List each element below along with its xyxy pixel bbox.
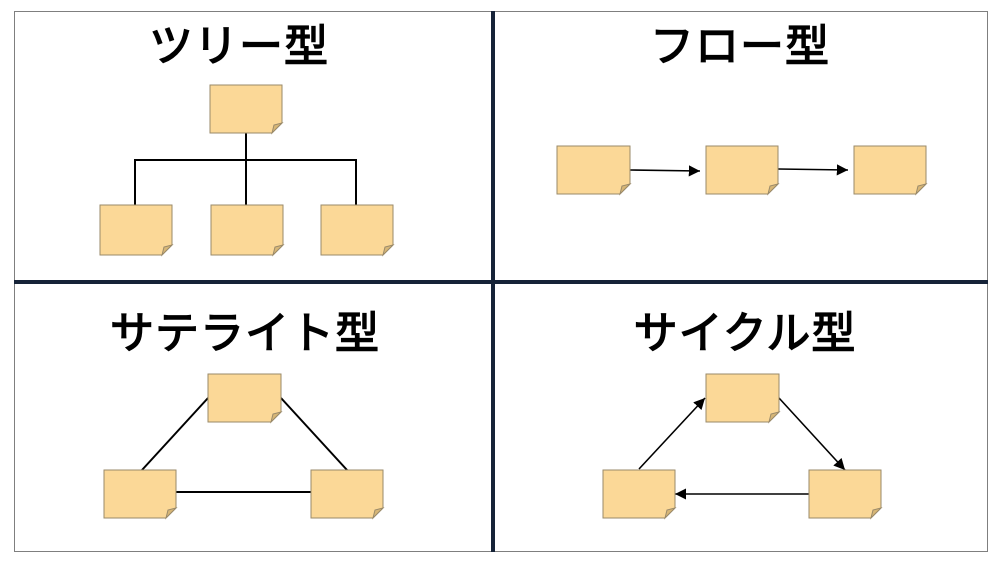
cycle-node-right	[808, 469, 883, 520]
satellite-node-right	[310, 469, 385, 520]
tree-node-root	[209, 84, 284, 135]
satellite-node-left	[103, 469, 178, 520]
tree-connectors	[134, 133, 357, 205]
tree-node-left	[99, 204, 174, 257]
satellite-title: サテライト型	[110, 308, 380, 359]
flow-node-3	[853, 145, 928, 196]
satellite-node-top	[207, 373, 283, 424]
flow-arrows	[629, 164, 849, 177]
satellite-lines	[141, 397, 348, 493]
tree-node-right	[320, 204, 395, 257]
tree-title: ツリー型	[149, 21, 329, 72]
flow-node-1	[556, 145, 632, 196]
tree-node-middle	[210, 204, 285, 257]
cycle-node-left	[602, 469, 677, 520]
flow-title: フロー型	[650, 21, 830, 72]
cycle-title: サイクル型	[633, 308, 857, 359]
flow-node-2	[705, 145, 780, 196]
horizontal-divider	[14, 280, 988, 284]
cycle-arrows	[638, 397, 846, 500]
cycle-node-top	[705, 373, 781, 424]
